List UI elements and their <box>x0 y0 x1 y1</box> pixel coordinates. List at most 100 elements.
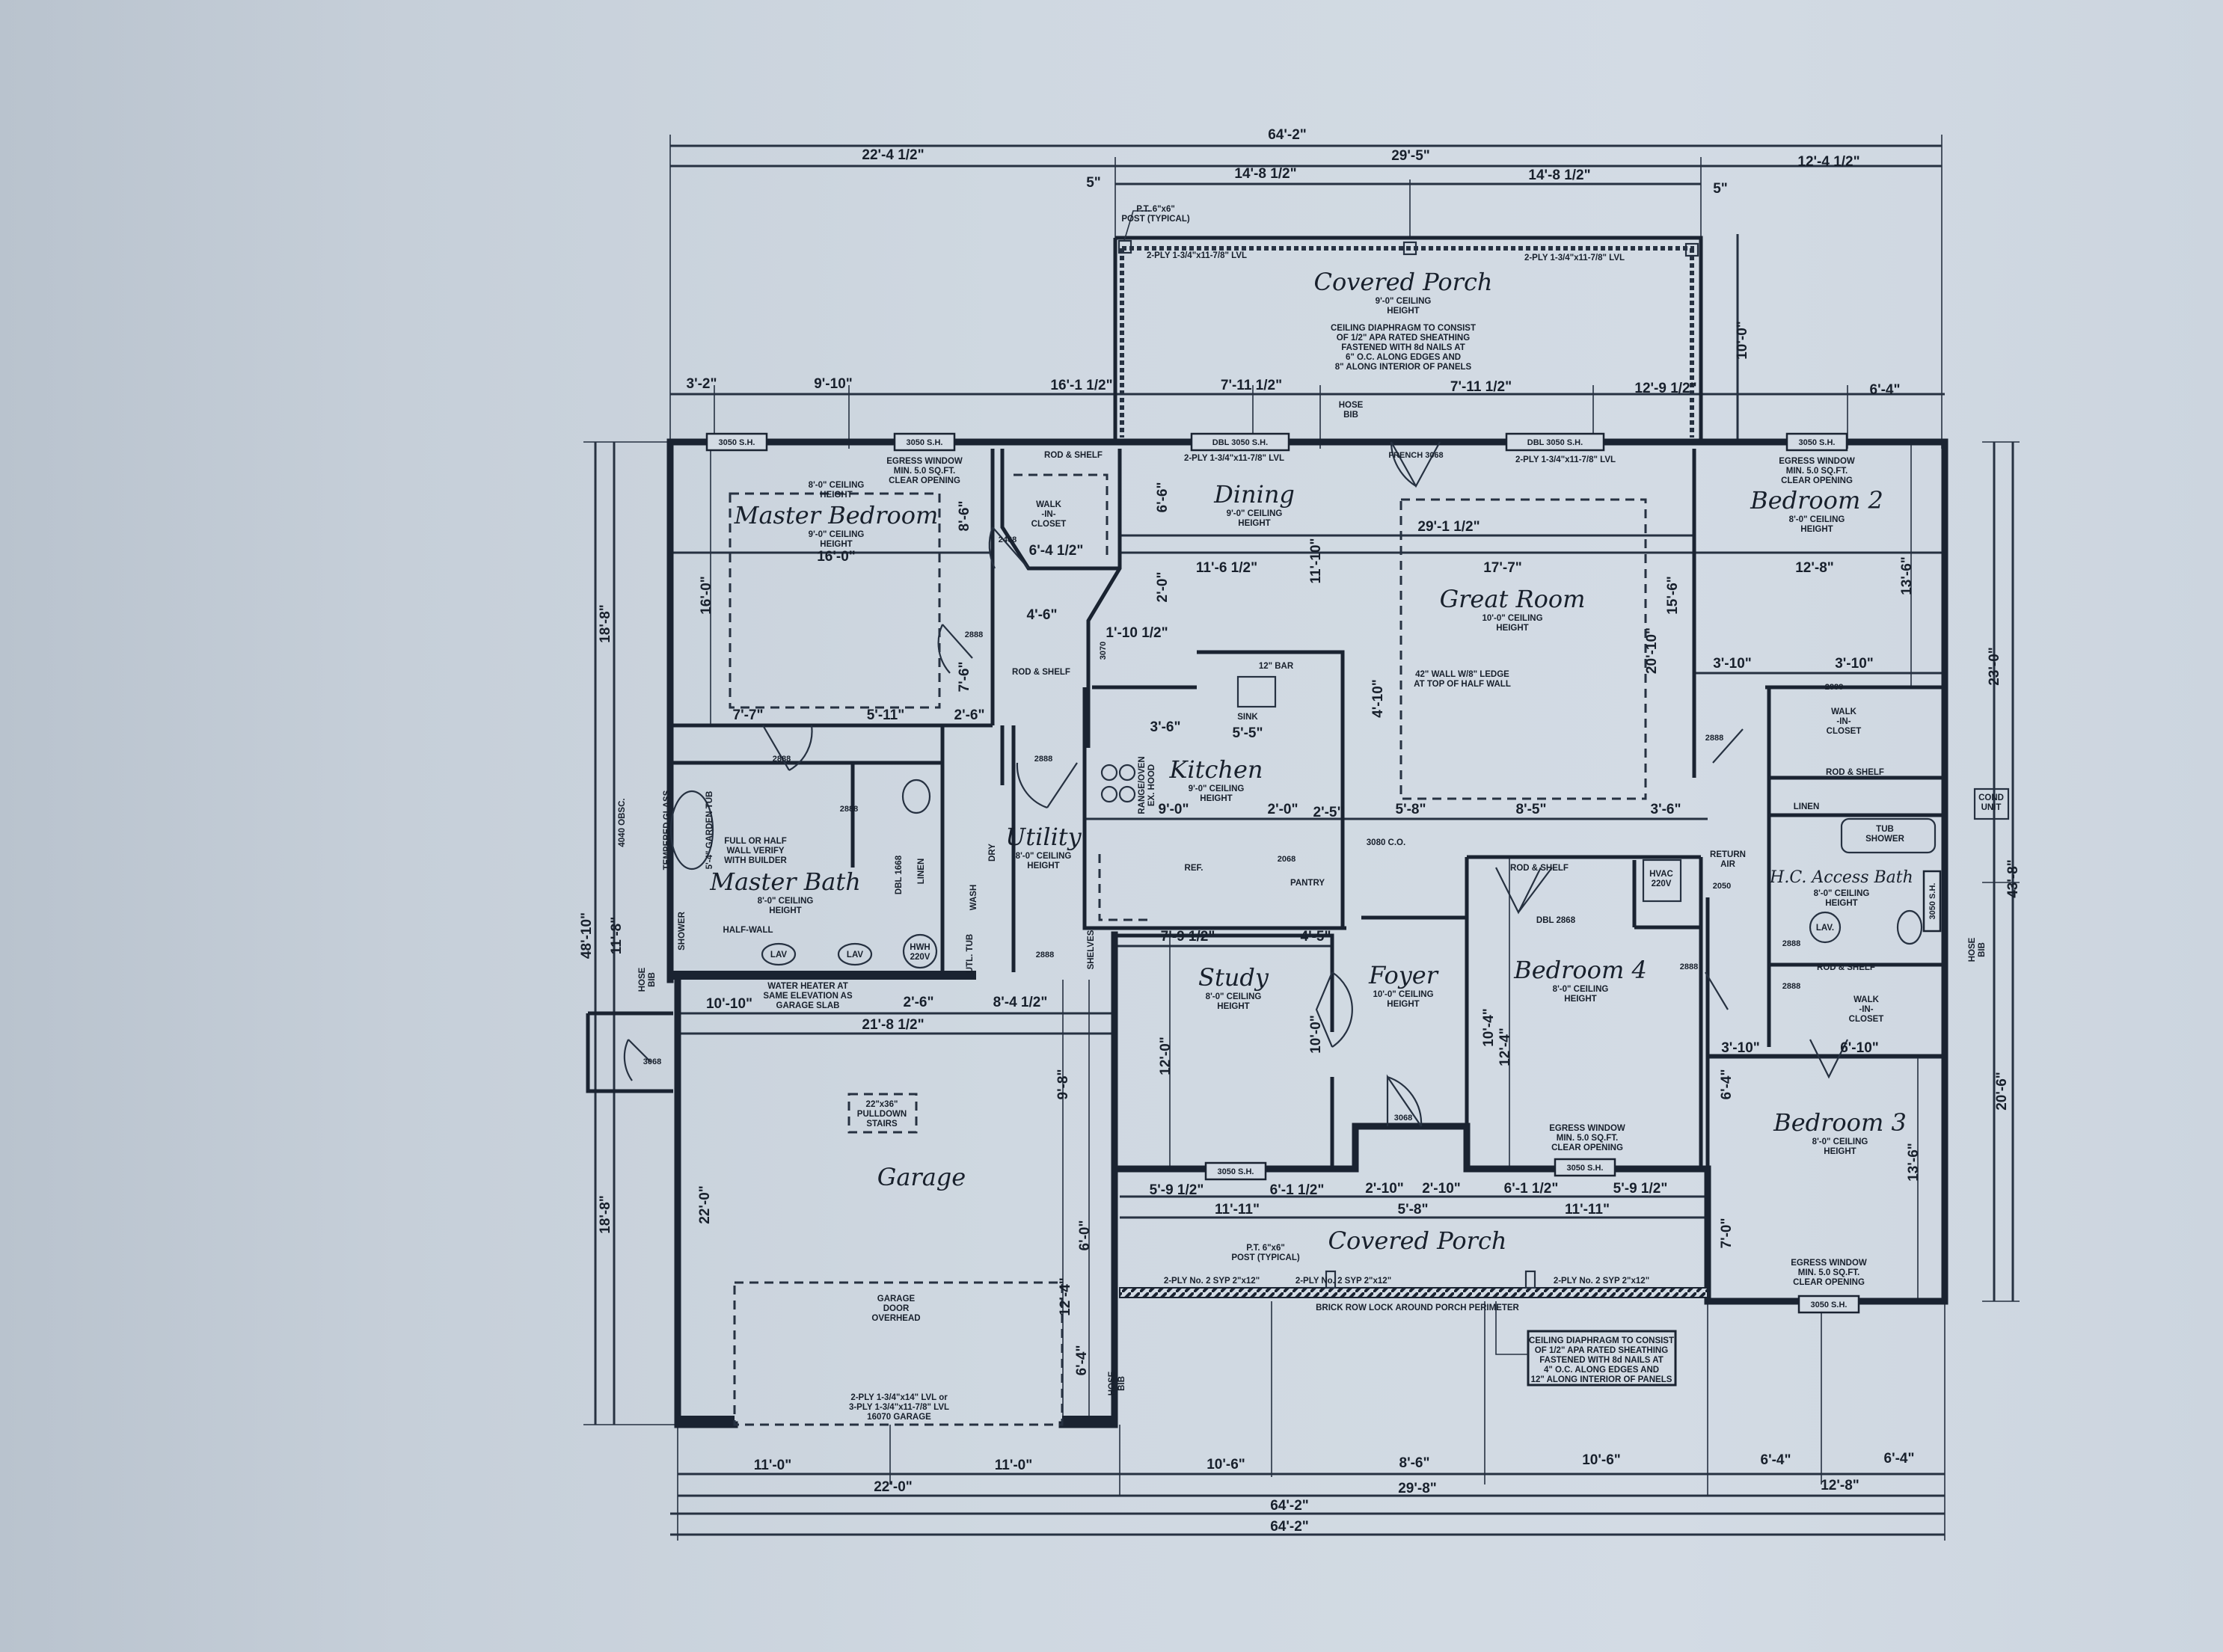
room-name: Bedroom 3 <box>1773 1108 1907 1137</box>
note-text: COND <box>1978 793 2004 802</box>
dimension-label: 8'-6" <box>1399 1455 1430 1471</box>
window-label: DBL 3050 S.H. <box>1527 438 1583 447</box>
note-text: 4" O.C. ALONG EDGES AND <box>1544 1366 1659 1375</box>
note-text: PANTRY <box>1290 879 1325 888</box>
dimension-label: 43'-8" <box>2005 859 2021 898</box>
room-ceiling-height: HEIGHT <box>1496 624 1528 633</box>
dimension-label: 6'-4" <box>1870 382 1901 398</box>
note-text: ROD & SHELF <box>1044 451 1103 460</box>
room-ceiling-height: 9'-0" CEILING <box>1189 784 1245 793</box>
room-name: Kitchen <box>1168 755 1263 784</box>
note-text: OVERHEAD <box>871 1314 920 1323</box>
room-ceiling-height: HEIGHT <box>1027 862 1059 870</box>
window: 3050 S.H. <box>893 432 956 452</box>
note-text: REF. <box>1185 864 1204 873</box>
range-burner <box>1100 785 1118 803</box>
room-ceiling-height: 9'-0" CEILING <box>1376 297 1432 306</box>
dimension-label: 11'-11" <box>1215 1202 1260 1217</box>
note-text: P.T. 6"x6" <box>1246 1244 1285 1253</box>
room-ceiling-height: HEIGHT <box>1825 899 1857 908</box>
note-text: AIR <box>1720 860 1736 869</box>
note-text: DOOR <box>883 1304 910 1313</box>
door-label: 2050 <box>1713 882 1731 891</box>
lavatory-sink <box>1809 911 1842 944</box>
window-symbol <box>893 432 956 452</box>
window-symbol <box>1204 1161 1267 1181</box>
dimension-label: 11'-0" <box>995 1458 1033 1473</box>
note-text: EX. HOOD <box>1147 764 1156 806</box>
note-text: SHOWER <box>1865 835 1904 844</box>
room-name: H.C. Access Bath <box>1769 868 1913 887</box>
note-text: OF 1/2" APA RATED SHEATHING <box>1337 334 1470 343</box>
note-text: EGRESS WINDOW <box>1791 1259 1867 1268</box>
note-text: HOSE <box>1968 937 1977 962</box>
dimension-label: 13'-6" <box>1899 556 1915 595</box>
door-label: FRENCH 3068 <box>1388 451 1443 460</box>
dimension-label: 12'-4" <box>1058 1277 1073 1316</box>
room-name: Bedroom 2 <box>1750 486 1883 515</box>
porch-post <box>1524 1270 1536 1289</box>
dimension-label: 2'-0" <box>1268 802 1298 817</box>
dimension-label: 10'-10" <box>706 996 752 1012</box>
porch-post <box>1402 241 1417 256</box>
note-text: POST (TYPICAL) <box>1231 1253 1300 1262</box>
note-text: 4040 OBSC. <box>618 798 627 847</box>
window-symbol <box>1922 870 1942 933</box>
dimension-label: 6'-4" <box>1719 1069 1735 1100</box>
dimension-label: 10'-6" <box>1582 1452 1621 1468</box>
note-text: ROD & SHELF <box>1510 864 1569 873</box>
dimension-label: 13'-6" <box>1906 1143 1922 1182</box>
room-ceiling-height: HEIGHT <box>1200 794 1232 803</box>
note-text: 22"x36" <box>866 1100 898 1109</box>
note-text: SAME ELEVATION AS <box>763 992 853 1001</box>
room-ceiling-height: 10'-0" CEILING <box>1373 990 1433 999</box>
tub-shower <box>1840 817 1937 854</box>
door-label: 2888 <box>965 630 983 639</box>
room-ceiling-height: 9'-0" CEILING <box>1227 509 1283 518</box>
dimension-label: 7'-11 1/2" <box>1221 378 1282 393</box>
window: 3050 S.H. <box>1797 1295 1860 1314</box>
room-ceiling-height: 8'-0" CEILING <box>1553 985 1609 994</box>
door-label: 2888 <box>1034 755 1052 764</box>
note-text: AT TOP OF HALF WALL <box>1414 680 1511 689</box>
dimension-label: 12'-8" <box>1795 560 1834 576</box>
porch-post <box>1325 1270 1337 1289</box>
window-label: 3050 S.H. <box>1218 1167 1254 1176</box>
dimension-label: 6'-4 1/2" <box>1029 543 1084 559</box>
dimension-label: 8'-5" <box>1516 802 1547 817</box>
dimension-label: 2'-0" <box>1155 572 1171 603</box>
dimension-label: 20'-10" <box>1644 627 1660 674</box>
dimension-label: 6'-6" <box>1155 482 1171 513</box>
porch-post <box>1684 242 1699 257</box>
note-text: LAV <box>847 951 863 959</box>
note-text: CLEAR OPENING <box>1793 1278 1865 1287</box>
dimension-label: 21'-8 1/2" <box>862 1017 924 1033</box>
note-text: 2-PLY 1-3/4"x11-7/8" LVL <box>1515 455 1616 464</box>
dimension-label: 12'-0" <box>1158 1037 1174 1075</box>
note-text: 220V <box>1652 879 1672 888</box>
window: DBL 3050 S.H. <box>1505 432 1605 452</box>
dimension-label: 5" <box>1086 175 1101 191</box>
room-name: Master Bedroom <box>734 501 939 529</box>
room-ceiling-height: 8'-0" CEILING <box>1812 1137 1868 1146</box>
door-label: 3068 <box>643 1057 661 1066</box>
note-text: 2-PLY 1-3/4"x11-7/8" LVL <box>1184 454 1284 463</box>
dimension-label: 10'-4" <box>1481 1008 1497 1047</box>
dimension-label: 5'-11" <box>867 707 905 723</box>
window-symbol <box>1797 1295 1860 1314</box>
note-text: 3-PLY 1-3/4"x11-7/8" LVL <box>849 1403 949 1412</box>
note-text: 2-PLY No. 2 SYP 2"x12" <box>1554 1277 1649 1286</box>
door-label: 2068 <box>1278 855 1296 864</box>
dimension-label: 2'-10" <box>1422 1181 1461 1197</box>
note-text: 12" ALONG INTERIOR OF PANELS <box>1531 1375 1672 1384</box>
dimension-label: 16'-0" <box>699 576 714 615</box>
note-text: TUB <box>1876 825 1894 834</box>
exterior-walls <box>586 438 1948 1428</box>
note-text: BIB <box>1978 942 1987 957</box>
dimension-label: 4'-10" <box>1370 679 1386 718</box>
room-ceiling-height: 8'-0" CEILING <box>758 897 814 906</box>
note-text: HALF-WALL <box>723 926 773 935</box>
note-text: P.T. 6"x6" <box>1136 205 1175 214</box>
